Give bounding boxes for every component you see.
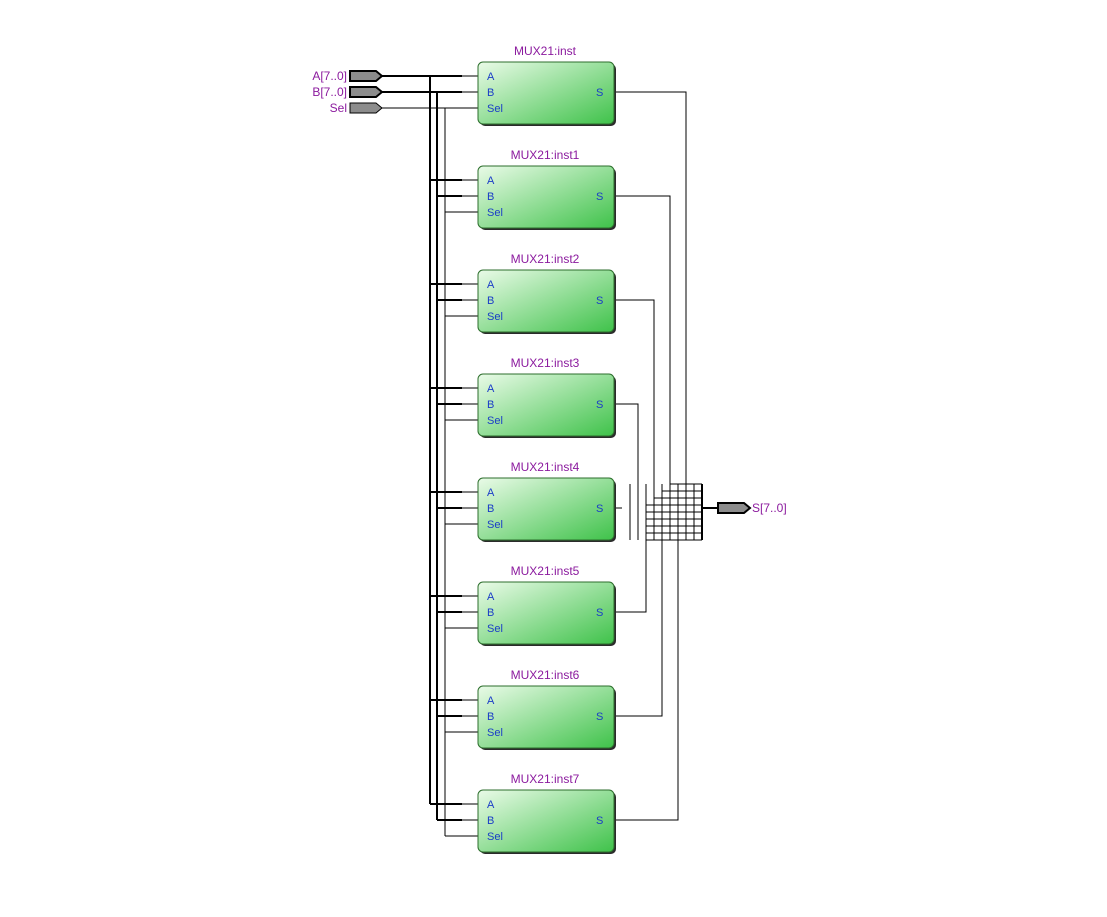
port-s-label: S	[596, 399, 603, 411]
instance-name: MUX21:inst5	[511, 564, 580, 578]
wire-s-out	[614, 403, 639, 484]
pin-shape	[349, 102, 383, 114]
port-sel-label: Sel	[487, 727, 503, 739]
wire-s-out	[614, 540, 679, 821]
port-b-label: B	[487, 711, 494, 723]
output-bus-bundler	[629, 483, 718, 541]
mux-blocks: MUX21:instABSelSMUX21:inst1ABSelSMUX21:i…	[477, 44, 616, 854]
wire-s-out	[614, 299, 655, 484]
port-sel-label: Sel	[487, 519, 503, 531]
block-body	[477, 789, 615, 853]
port-s-label: S	[596, 295, 603, 307]
port-b-label: B	[487, 295, 494, 307]
port-sel-label: Sel	[487, 831, 503, 843]
port-a-label: A	[487, 383, 495, 395]
instance-name: MUX21:inst4	[511, 460, 580, 474]
pin-label: Sel	[330, 101, 347, 115]
block-body	[477, 477, 615, 541]
instance-name: MUX21:inst6	[511, 668, 580, 682]
pin-label: S[7..0]	[752, 501, 787, 515]
port-s-label: S	[596, 503, 603, 515]
port-sel-label: Sel	[487, 415, 503, 427]
port-a-label: A	[487, 799, 495, 811]
output-pin-s: S[7..0]	[717, 501, 787, 515]
pin-shape	[349, 86, 384, 98]
port-sel-label: Sel	[487, 311, 503, 323]
wire-s-out	[614, 540, 647, 613]
input-pin-b: B[7..0]	[312, 85, 384, 99]
port-b-label: B	[487, 815, 494, 827]
port-b-label: B	[487, 191, 494, 203]
port-b-label: B	[487, 399, 494, 411]
port-s-label: S	[596, 711, 603, 723]
port-sel-label: Sel	[487, 207, 503, 219]
wire-s-out	[614, 195, 671, 484]
block-body	[477, 373, 615, 437]
port-s-label: S	[596, 815, 603, 827]
port-a-label: A	[487, 695, 495, 707]
block-body	[477, 269, 615, 333]
block-body	[477, 581, 615, 645]
input-pin-sel: Sel	[330, 101, 383, 115]
port-s-label: S	[596, 87, 603, 99]
port-sel-label: Sel	[487, 103, 503, 115]
pin-shape	[717, 502, 752, 514]
port-b-label: B	[487, 503, 494, 515]
block-body	[477, 61, 615, 125]
port-s-label: S	[596, 607, 603, 619]
instance-name: MUX21:inst	[514, 44, 577, 58]
pin-label: B[7..0]	[312, 85, 347, 99]
pin-shape	[349, 70, 384, 82]
port-b-label: B	[487, 607, 494, 619]
instance-name: MUX21:inst7	[511, 772, 580, 786]
wire-s-out	[614, 540, 663, 717]
instance-name: MUX21:inst2	[511, 252, 580, 266]
port-a-label: A	[487, 487, 495, 499]
instance-name: MUX21:inst1	[511, 148, 580, 162]
wire-s-out	[614, 91, 687, 484]
port-s-label: S	[596, 191, 603, 203]
port-a-label: A	[487, 591, 495, 603]
pin-label: A[7..0]	[312, 69, 347, 83]
block-body	[477, 165, 615, 229]
port-a-label: A	[487, 71, 495, 83]
port-a-label: A	[487, 279, 495, 291]
wires	[382, 75, 718, 837]
instance-name: MUX21:inst3	[511, 356, 580, 370]
port-sel-label: Sel	[487, 623, 503, 635]
input-pin-a: A[7..0]	[312, 69, 384, 83]
block-body	[477, 685, 615, 749]
port-a-label: A	[487, 175, 495, 187]
port-b-label: B	[487, 87, 494, 99]
